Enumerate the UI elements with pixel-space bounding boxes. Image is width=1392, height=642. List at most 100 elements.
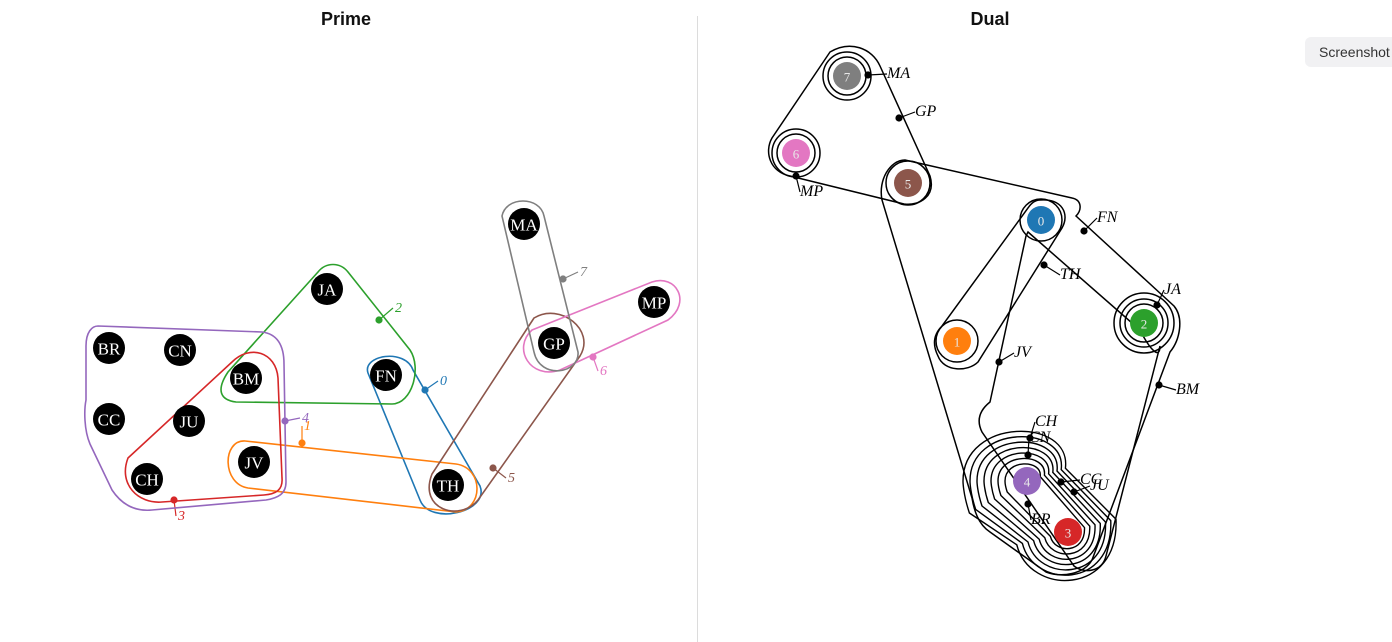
dual-hyperedge-outline bbox=[767, 45, 933, 205]
prime-hyperedge-outline bbox=[227, 440, 478, 513]
prime-hyperedge-label: 2 bbox=[395, 301, 402, 316]
dual-hyperedge-anchor: TH bbox=[1040, 261, 1082, 283]
dual-hyperedge-ring bbox=[935, 319, 979, 363]
prime-hyperedge-marker bbox=[559, 275, 567, 283]
prime-vertex-label: GP bbox=[543, 335, 565, 354]
prime-vertex-label: JA bbox=[318, 281, 338, 300]
prime-vertex-node bbox=[311, 273, 343, 305]
dual-node-label: 1 bbox=[954, 335, 961, 350]
dual-node: 6 bbox=[782, 139, 810, 167]
dual-hyperedge-loop bbox=[1004, 463, 1086, 550]
prime-vertex-node bbox=[164, 334, 196, 366]
dual-hyperedge-anchor: JV bbox=[995, 344, 1033, 366]
prime-hyperedge-outline bbox=[522, 279, 681, 373]
prime-hyperedge: 6 bbox=[522, 279, 681, 379]
dual-node-circle bbox=[1013, 467, 1041, 495]
dual-hyperedge-label: CH bbox=[1035, 413, 1059, 430]
dual-anchor-dot bbox=[1040, 261, 1048, 269]
dual-node-circle bbox=[833, 62, 861, 90]
prime-vertex: CH bbox=[131, 463, 163, 495]
prime-vertex: BM bbox=[230, 362, 262, 394]
prime-vertex-node bbox=[93, 403, 125, 435]
dual-hyperedge-label: MP bbox=[799, 183, 823, 200]
prime-vertex: JA bbox=[311, 273, 343, 305]
dual-hyperedge-outline bbox=[933, 199, 1066, 370]
prime-vertex: MA bbox=[508, 208, 540, 240]
dual-node: 1 bbox=[943, 327, 971, 355]
dual-hyperedge-loop bbox=[969, 436, 1112, 576]
prime-hyperedge-label: 4 bbox=[302, 411, 309, 426]
prime-hyperedge-label: 7 bbox=[580, 265, 588, 280]
prime-hyperedge-label: 3 bbox=[177, 509, 185, 524]
prime-hyperedge-marker bbox=[298, 439, 306, 447]
prime-vertex: JV bbox=[238, 446, 270, 478]
prime-vertex-label: JV bbox=[245, 454, 265, 473]
dual-node: 5 bbox=[894, 169, 922, 197]
dual-hyperedge-anchor: GP bbox=[895, 103, 937, 122]
dual-anchor-dot bbox=[995, 358, 1003, 366]
dual-anchor-dot bbox=[1057, 478, 1065, 486]
dual-anchor-dot bbox=[1070, 488, 1078, 496]
prime-vertex: CN bbox=[164, 334, 196, 366]
prime-hyperedge: 0 bbox=[366, 355, 482, 515]
panel-divider bbox=[697, 16, 698, 642]
prime-hyperedge-marker bbox=[170, 496, 178, 504]
prime-hyperedge-outline bbox=[428, 312, 585, 512]
dual-hyperedge-anchor: CN bbox=[1024, 429, 1052, 459]
dual-hyperedge-outline bbox=[978, 230, 1161, 572]
prime-hyperedge-marker bbox=[375, 316, 383, 324]
prime-vertex: MP bbox=[638, 286, 670, 318]
prime-vertex-node bbox=[538, 327, 570, 359]
dual-node-label: 4 bbox=[1024, 475, 1031, 490]
prime-vertex-label: MP bbox=[642, 294, 667, 313]
screenshot-button[interactable]: Screenshot bbox=[1305, 37, 1392, 67]
prime-vertex-label: CN bbox=[168, 342, 192, 361]
prime-vertex-node bbox=[638, 286, 670, 318]
dual-node-label: 2 bbox=[1141, 317, 1148, 332]
prime-vertex-label: TH bbox=[437, 477, 460, 496]
dual-node: 3 bbox=[1054, 518, 1082, 546]
prime-hyperedge-label: 0 bbox=[440, 374, 447, 389]
prime-hyperedge-outline bbox=[220, 263, 416, 405]
dual-hyperedge-ring bbox=[1124, 303, 1164, 343]
dual-anchor-dot bbox=[1026, 434, 1034, 442]
dual-hyperedge-loop bbox=[962, 430, 1117, 582]
prime-vertex-node bbox=[508, 208, 540, 240]
dual-hyperedge-loop bbox=[990, 452, 1096, 560]
dual-anchor-dot bbox=[1153, 301, 1161, 309]
dual-anchor-dot bbox=[1155, 381, 1163, 389]
dual-panel-title: Dual bbox=[970, 9, 1010, 29]
dual-hyperedge-label: JU bbox=[1090, 477, 1110, 494]
dual-anchor-dot bbox=[1080, 227, 1088, 235]
dual-hyperedge-ring bbox=[885, 160, 931, 206]
prime-vertex-node bbox=[93, 332, 125, 364]
prime-vertex-node bbox=[173, 405, 205, 437]
prime-hyperedge: 1 bbox=[227, 419, 478, 513]
prime-vertex: GP bbox=[538, 327, 570, 359]
dual-node-label: 0 bbox=[1038, 214, 1045, 229]
prime-vertex-node bbox=[432, 469, 464, 501]
dual-hyperedge-anchor: FN bbox=[1080, 209, 1119, 235]
prime-hyperedge-outline bbox=[366, 355, 482, 515]
dual-hyperedge-loop bbox=[997, 457, 1091, 555]
prime-hyperedge-label: 6 bbox=[600, 364, 607, 379]
prime-hyperedges: 0 1 2 3 4 5 6 7 bbox=[84, 200, 681, 524]
dual-node-circle bbox=[1054, 518, 1082, 546]
dual-hyperedge-anchor: BR bbox=[1024, 500, 1051, 528]
prime-vertex: CC bbox=[93, 403, 125, 435]
prime-hyperedge: 2 bbox=[220, 263, 416, 405]
prime-hyperedge-outline bbox=[124, 351, 283, 503]
dual-node-circle bbox=[1130, 309, 1158, 337]
prime-vertex-label: FN bbox=[375, 367, 397, 386]
dual-hyperedge-label: GP bbox=[915, 103, 937, 120]
prime-vertex: FN bbox=[370, 359, 402, 391]
dual-hyperedge-anchor: CC bbox=[1057, 471, 1102, 488]
dual-hyperedge-outline bbox=[880, 159, 1181, 576]
prime-hyperedge-label: 5 bbox=[508, 471, 515, 486]
prime-vertex: TH bbox=[432, 469, 464, 501]
dual-node: 4 bbox=[1013, 467, 1041, 495]
